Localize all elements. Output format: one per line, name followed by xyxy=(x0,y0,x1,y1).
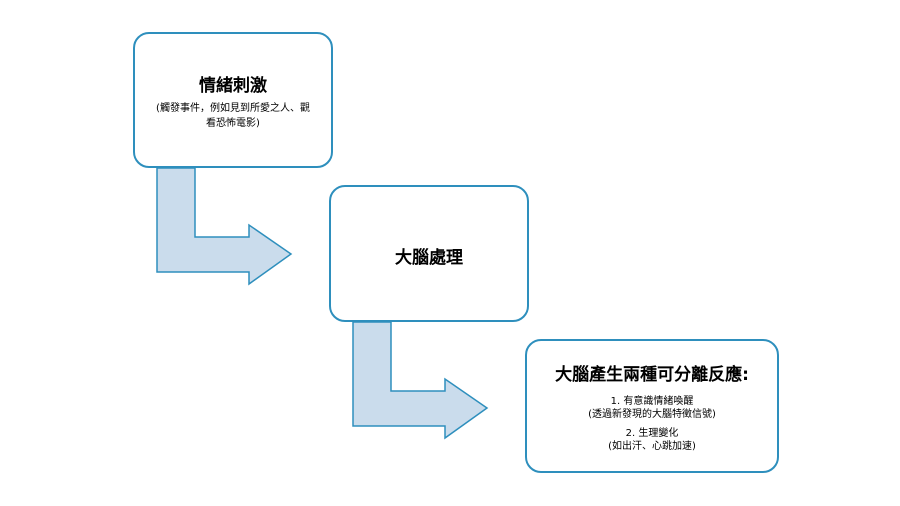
brain-processing-box: 大腦處理 xyxy=(329,185,529,322)
response-item-1-label: 1. 有意識情緒喚醒 xyxy=(610,396,694,407)
response-item-1-detail: (透過新發現的大腦特徵信號) xyxy=(588,409,716,420)
arrow-step2-to-step3 xyxy=(352,321,489,440)
emotional-stimulus-description: (觸發事件，例如見到所愛之人、觀看恐怖電影) xyxy=(156,103,310,129)
brain-responses-title: 大腦產生兩種可分離反應: xyxy=(555,365,749,385)
emotional-stimulus-title: 情緒刺激 xyxy=(199,76,267,96)
response-item-2-detail: (如出汗、心跳加速) xyxy=(608,441,696,452)
response-item-2-label: 2. 生理變化 xyxy=(625,428,679,439)
arrow-step1-to-step2 xyxy=(156,167,293,286)
brain-responses-box: 大腦產生兩種可分離反應: 1. 有意識情緒喚醒 (透過新發現的大腦特徵信號) 2… xyxy=(525,339,779,473)
emotional-stimulus-box: 情緒刺激 (觸發事件，例如見到所愛之人、觀看恐怖電影) xyxy=(133,32,333,168)
brain-processing-title: 大腦處理 xyxy=(395,248,463,268)
